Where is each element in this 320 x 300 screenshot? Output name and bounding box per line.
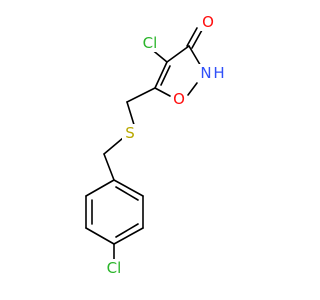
bond-c3-o-2 xyxy=(191,29,203,49)
atom-nh: N H xyxy=(198,64,225,82)
molecule-structure: Cl O N H O S Cl xyxy=(85,13,225,277)
atom-cl-bottom: Cl xyxy=(102,259,126,277)
atom-labels: Cl O N H O S Cl xyxy=(102,13,225,277)
atom-o-carbonyl: O xyxy=(200,13,216,31)
bond-ar-1 xyxy=(113,179,144,197)
bond-c5-ch2 xyxy=(126,87,156,103)
bond-ch2b-ar xyxy=(103,153,115,181)
bond-o-c5 xyxy=(154,87,171,97)
atom-o-ring: O xyxy=(171,90,187,108)
bond-s-ch2b xyxy=(103,137,124,155)
nh-h-label: H xyxy=(213,64,224,82)
bonds xyxy=(85,27,203,261)
s-label: S xyxy=(125,124,135,142)
bond-ar-3-inner xyxy=(115,223,139,238)
o-carbonyl-label: O xyxy=(202,13,214,31)
bond-n-o xyxy=(187,82,198,96)
bond-c5-c4 xyxy=(154,61,168,89)
nh-n-label: N xyxy=(200,64,211,82)
cl-top-label: Cl xyxy=(143,34,158,52)
bond-c4-c3 xyxy=(166,45,190,63)
bond-ar-1-inner xyxy=(115,186,139,201)
bond-ar-6 xyxy=(85,179,115,197)
bond-ar-4 xyxy=(85,227,115,245)
atom-s: S xyxy=(122,124,138,142)
atom-cl-top: Cl xyxy=(138,34,162,52)
cl-bottom-label: Cl xyxy=(107,259,122,277)
bond-ar-3 xyxy=(113,227,144,245)
bond-ch2-s xyxy=(126,101,136,129)
bond-c3-o-1 xyxy=(186,27,198,47)
bond-c5-c4-double xyxy=(160,65,171,86)
o-ring-label: O xyxy=(173,90,185,108)
